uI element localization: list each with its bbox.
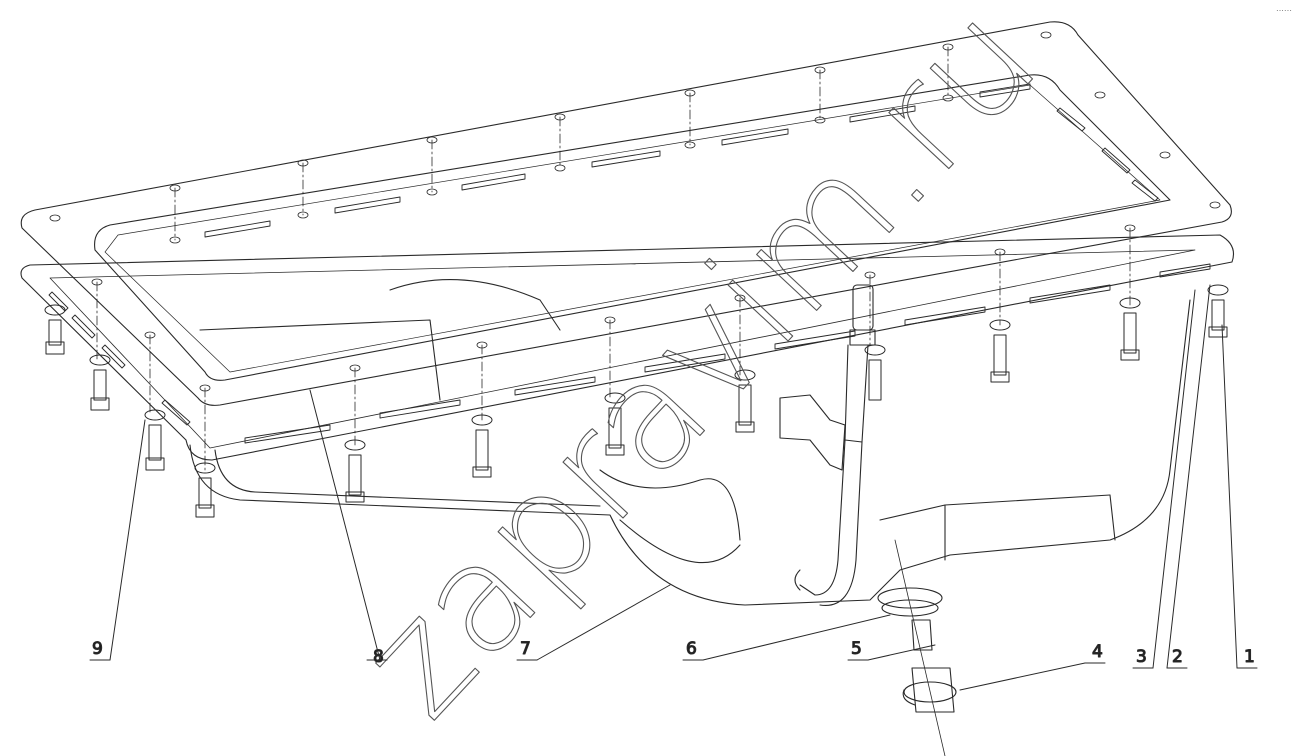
drain-plug bbox=[877, 539, 957, 756]
callout-labels: 1 2 3 4 5 6 7 8 9 bbox=[91, 638, 1255, 667]
gasket-slots bbox=[48, 83, 1211, 444]
callout-2: 2 bbox=[1172, 647, 1183, 667]
callout-3: 3 bbox=[1136, 647, 1147, 667]
oil-pan-body bbox=[189, 279, 1191, 606]
leader-lines bbox=[89, 284, 1258, 691]
callout-6: 6 bbox=[686, 639, 697, 659]
callout-5: 5 bbox=[851, 639, 862, 659]
callout-9: 9 bbox=[92, 639, 103, 659]
callout-4: 4 bbox=[1092, 642, 1103, 662]
callout-7: 7 bbox=[520, 639, 531, 659]
corner-mark: ‥‥‥ bbox=[1275, 4, 1292, 13]
alignment-axes bbox=[96, 46, 1131, 471]
bolts bbox=[44, 284, 1229, 518]
callout-8: 8 bbox=[373, 647, 384, 667]
callout-1: 1 bbox=[1244, 647, 1255, 667]
gasket-frame bbox=[20, 21, 1232, 406]
watermark-text: zapravim.ru bbox=[329, 0, 1070, 750]
pan-flange bbox=[20, 234, 1235, 461]
dipstick-tube bbox=[779, 284, 876, 606]
